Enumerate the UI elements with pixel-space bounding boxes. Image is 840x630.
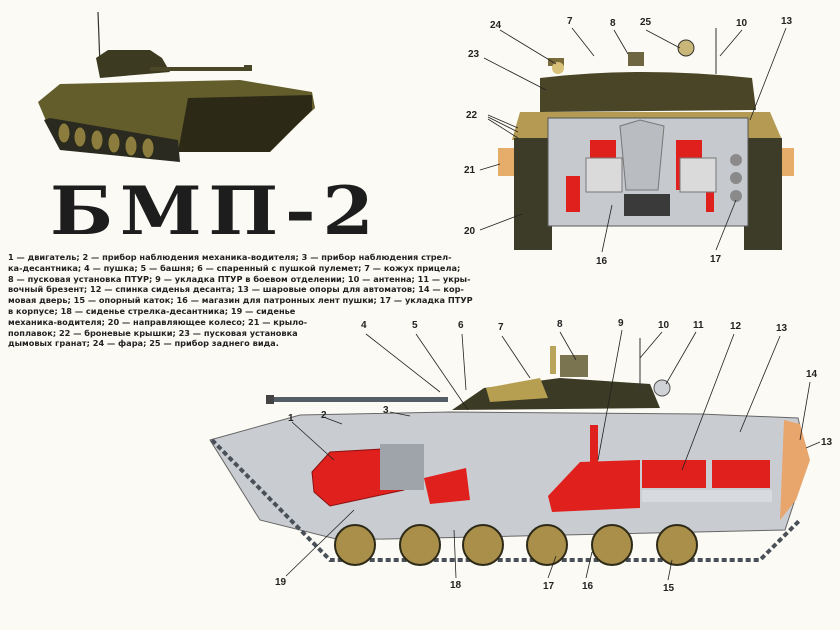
side-view-callout: 9	[618, 318, 624, 329]
page-title: БМП-2	[50, 172, 381, 250]
legend-line: ка-десантника; 4 — пушка; 5 — башня; 6 —…	[8, 262, 461, 273]
front-view-callout: 10	[736, 18, 748, 29]
side-view-callout: 19	[275, 577, 287, 588]
side-view-callout: 12	[730, 321, 742, 332]
side-view-callout: 8	[557, 319, 563, 330]
side-view-callout: 14	[806, 369, 818, 380]
front-view-callout: 20	[464, 226, 476, 237]
legend-line: дымовых гранат; 24 — фара; 25 — прибор з…	[8, 338, 279, 349]
front-view-callout: 21	[464, 165, 476, 176]
side-view-callout: 11	[693, 320, 704, 331]
legend-line: механика-водителя; 20 — направляющее кол…	[8, 316, 308, 327]
front-view-callout: 16	[596, 256, 608, 267]
side-view-callout: 16	[582, 581, 594, 592]
side-view-callout: 5	[412, 320, 418, 331]
front-view-callout: 8	[610, 18, 616, 29]
legend-line: в корпусе; 18 — сиденье стрелка-десантни…	[8, 305, 296, 316]
legend-line: 8 — пусковая установка ПТУР; 9 — укладка…	[8, 273, 471, 284]
front-view-callout: 22	[466, 110, 478, 121]
side-view-callout: 1	[288, 413, 294, 424]
side-view-callout: 7	[498, 322, 504, 333]
side-view-callout: 4	[361, 320, 367, 331]
front-view-callout: 23	[468, 49, 480, 60]
side-view-callout: 6	[458, 320, 464, 331]
front-view-callout: 25	[640, 17, 652, 28]
front-view-callout: 13	[781, 16, 793, 27]
front-view-callout: 24	[490, 20, 502, 31]
front-view-illustration	[479, 27, 794, 253]
side-view-callout: 13	[821, 437, 833, 448]
front-view-callout: 17	[710, 254, 722, 265]
legend-line: 1 — двигатель; 2 — прибор наблюдения мех…	[8, 252, 452, 262]
side-view-callout: 17	[543, 581, 555, 592]
side-view-callout: 18	[450, 580, 462, 591]
exterior-vehicle-illustration	[38, 11, 315, 162]
side-view-callout: 3	[383, 405, 389, 416]
side-cutaway-illustration	[209, 329, 821, 581]
legend: 1 — двигатель; 2 — прибор наблюдения мех…	[8, 252, 508, 349]
side-view-callout: 10	[658, 320, 670, 331]
front-view-callout: 7	[567, 16, 573, 27]
legend-line: мовая дверь; 15 — опорный каток; 16 — ма…	[8, 295, 473, 306]
side-view-callout: 15	[663, 583, 675, 594]
legend-line: вочный брезент; 12 — спинка сиденья деса…	[8, 284, 464, 295]
side-view-callout: 2	[321, 410, 327, 421]
legend-line: поплавок; 22 — броневые крышки; 23 — пус…	[8, 327, 298, 338]
side-view-callout: 13	[776, 323, 788, 334]
